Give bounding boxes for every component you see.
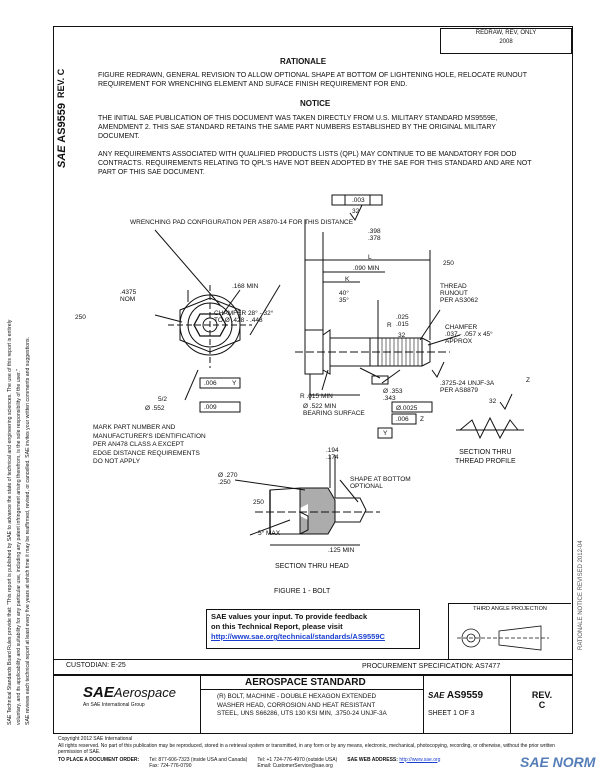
dim-0025: Ø.0025	[396, 405, 418, 412]
dim-L: L	[368, 254, 372, 261]
feedback-line-1: SAE values your input. To provide feedba…	[211, 612, 368, 621]
dim-250-a: 250	[75, 314, 86, 321]
dim-552: Ø .552	[145, 405, 165, 412]
dim-006-b: .006	[396, 416, 409, 423]
dim-4375: .4375 NOM	[120, 289, 137, 303]
footer-web-link[interactable]: http://www.sae.org	[399, 756, 441, 763]
bolt-drawing	[154, 194, 524, 546]
dim-250-b: 250	[443, 260, 454, 267]
dim-5-max: 5° MAX	[258, 530, 281, 537]
rationale-body: FIGURE REDRAWN, GENERAL REVISION TO ALLO…	[98, 72, 527, 88]
right-margin-text: RATIONALE NOTICE REVISED 2012-04	[578, 540, 584, 650]
watermark: SAE NORM	[520, 754, 596, 770]
note-mark-part: MARK PART NUMBER AND MANUFACTURER'S IDEN…	[93, 424, 206, 465]
note-chamfer-head: CHAMFER 28° - 32° TO Ø .428 - .448	[214, 310, 274, 324]
dim-522: Ø .522 MIN	[303, 403, 337, 410]
dim-R: R	[387, 322, 392, 329]
custodian: CUSTODIAN: E-25	[66, 662, 126, 669]
dim-r015: R .015 MIN	[300, 393, 333, 400]
left-side-text: SAE Technical Standards Board Rules prov…	[7, 319, 31, 725]
feedback-link[interactable]: http://www.sae.org/technical/standards/A…	[211, 632, 385, 641]
datum-y-b: Y	[383, 430, 388, 437]
third-angle-symbol	[457, 625, 549, 651]
dim-194: .194 .174	[326, 447, 339, 461]
dim-003: .003	[352, 197, 365, 204]
dim-32: 32	[352, 208, 360, 215]
notice-heading: NOTICE	[300, 99, 331, 108]
dim-32-b: 32	[398, 332, 406, 339]
note-shape-bottom: SHAPE AT BOTTOM OPTIONAL	[350, 476, 411, 490]
datum-z: Z	[526, 377, 530, 384]
caption-section-thread: SECTION THRU THREAD PROFILE	[455, 449, 516, 465]
feedback-box: SAE values your input. To provide feedba…	[206, 609, 420, 649]
aerospace-standard-title: AEROSPACE STANDARD	[245, 677, 366, 688]
dim-353: Ø .353 .343	[383, 388, 403, 402]
note-chamfer-end: CHAMFER .037 - .057 x 45° APPROX	[445, 324, 493, 345]
dim-168-min: .168 MIN	[232, 283, 259, 290]
dim-K: K	[345, 276, 350, 283]
dim-009: .009	[204, 404, 217, 411]
caption-section-head: SECTION THRU HEAD	[275, 563, 349, 570]
dim-5-2: 5/2	[158, 396, 168, 403]
procurement-spec: PROCUREMENT SPECIFICATION: AS7477	[362, 663, 501, 670]
sheet-number: SHEET 1 OF 3	[428, 710, 475, 717]
title-doc-number: SAE AS9559	[428, 690, 484, 701]
title-rev: REV. C	[531, 690, 553, 710]
note-thread-runout: THREAD RUNOUT PER AS3062	[440, 283, 478, 304]
figure-caption: FIGURE 1 - BOLT	[274, 588, 331, 595]
notice-para-1: THE INITIAL SAE PUBLICATION OF THIS DOCU…	[98, 115, 498, 140]
dim-398: .398 .378	[368, 228, 381, 242]
note-wrenching-pad: WRENCHING PAD CONFIGURATION PER AS870-14…	[130, 219, 354, 226]
dim-32-c: 32	[489, 398, 497, 405]
dim-270: Ø .270 .250	[218, 472, 238, 486]
dim-090-min: .090 MIN	[353, 265, 380, 272]
datum-y: Y	[232, 380, 237, 387]
dim-006: .006	[204, 380, 217, 387]
dim-025: .025 .015	[396, 314, 409, 328]
note-thread-spec: .3725-24 UNJF-3A PER AS8879	[440, 380, 495, 394]
rationale-heading: RATIONALE	[280, 57, 327, 66]
third-angle-box: THIRD ANGLE PROJECTION	[448, 603, 571, 660]
notice-para-2: ANY REQUIREMENTS ASSOCIATED WITH QUALIFI…	[98, 151, 532, 176]
revision-stamp: REDRAW, REV, ONLY 2008	[440, 28, 572, 54]
datum-z-b: Z	[420, 416, 424, 423]
dim-250-c: 250	[253, 499, 264, 506]
footer: Copyright 2012 SAE International All rig…	[58, 736, 555, 769]
sae-aerospace-logo: SAEAerospace An SAE International Group	[83, 684, 176, 708]
third-angle-label: THIRD ANGLE PROJECTION	[473, 606, 547, 612]
dim-125-min: .125 MIN	[328, 547, 355, 554]
feedback-line-2: on this Technical Report, please visit	[211, 622, 343, 631]
dim-40-35: 40° 35°	[339, 290, 349, 304]
note-bearing-surface: BEARING SURFACE	[303, 410, 365, 417]
title-description: (R) BOLT, MACHINE - DOUBLE HEXAGON EXTEN…	[217, 693, 387, 717]
